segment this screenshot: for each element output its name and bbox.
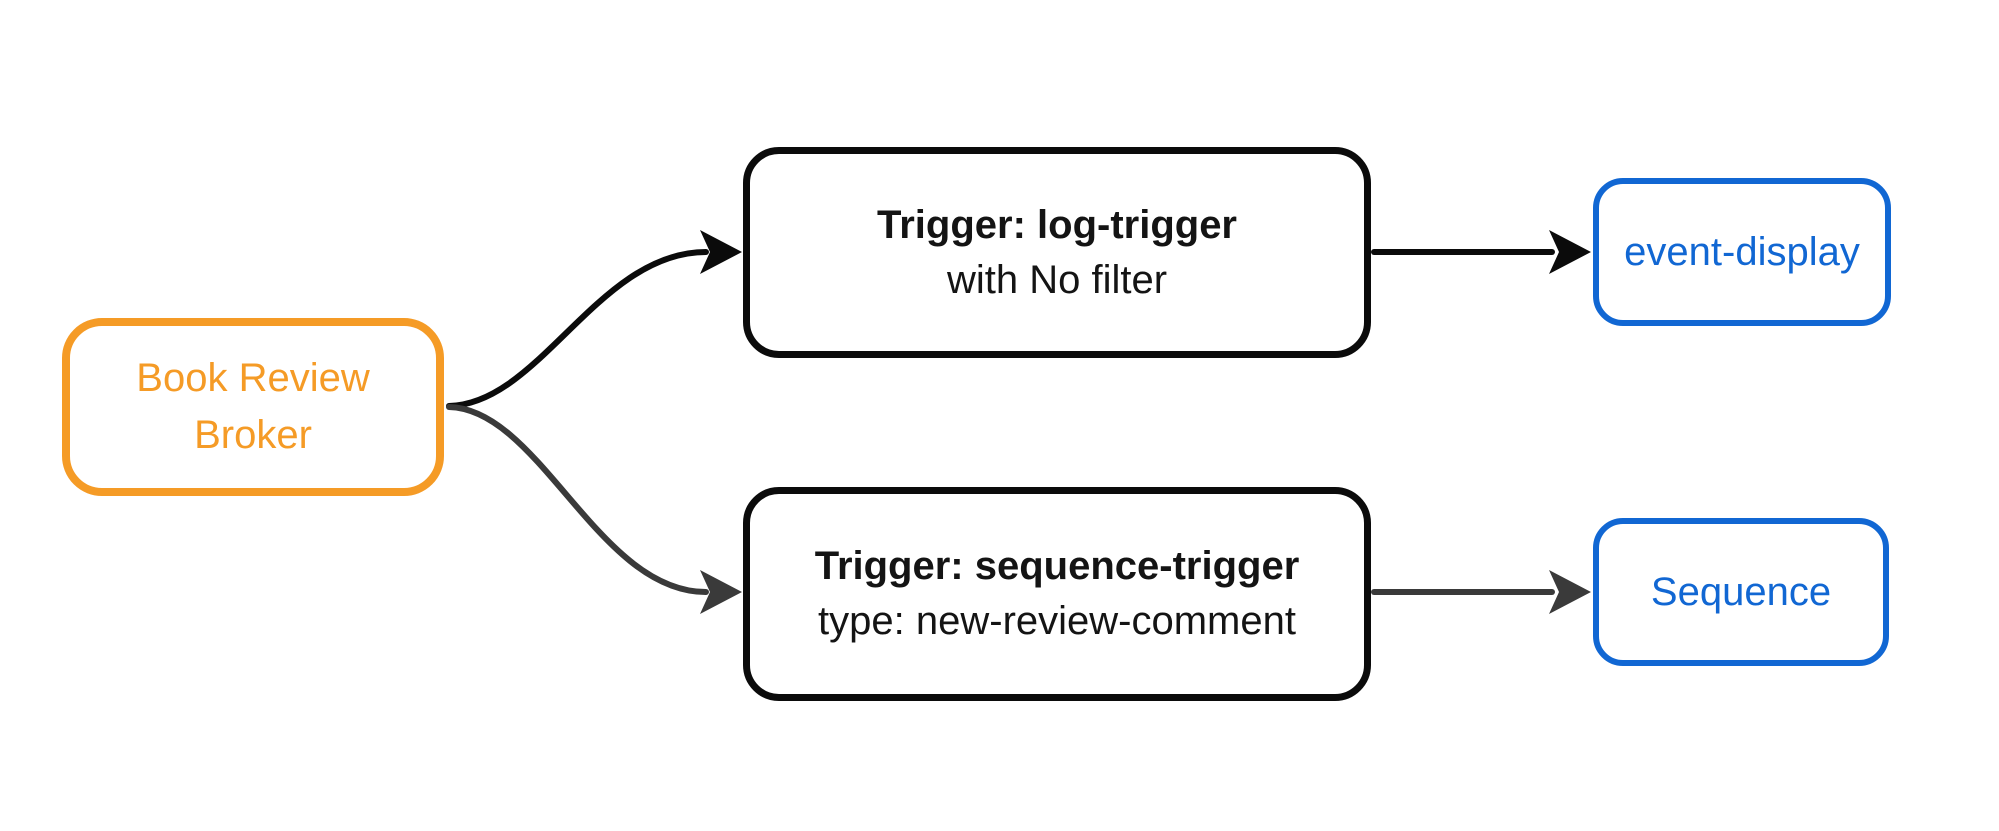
edge-broker-to-sequence-trigger <box>446 404 709 595</box>
arrowhead-icon <box>700 570 742 614</box>
node-sequence: Sequence <box>1593 518 1889 666</box>
sequence-trigger-subtitle: type: new-review-comment <box>818 599 1296 643</box>
log-trigger-title: Trigger: log-trigger <box>877 202 1237 247</box>
arrowhead-icon <box>1549 230 1591 274</box>
broker-label-line2: Broker <box>194 413 312 457</box>
sequence-label: Sequence <box>1650 570 1832 614</box>
log-trigger-subtitle: with No filter <box>946 257 1168 302</box>
event-display-label: event-display <box>1624 230 1860 274</box>
node-book-review-broker: Book Review Broker <box>62 318 444 496</box>
arrowhead-icon <box>1549 570 1591 614</box>
broker-label-line1: Book Review <box>136 356 370 400</box>
sequence-trigger-title: Trigger: sequence-trigger <box>814 544 1300 588</box>
node-sequence-trigger: Trigger: sequence-trigger type: new-revi… <box>743 487 1371 701</box>
node-event-display: event-display <box>1593 178 1891 326</box>
node-log-trigger: Trigger: log-trigger with No filter <box>743 147 1371 358</box>
edge-broker-to-log-trigger <box>446 249 709 409</box>
arrowhead-icon <box>700 230 742 274</box>
